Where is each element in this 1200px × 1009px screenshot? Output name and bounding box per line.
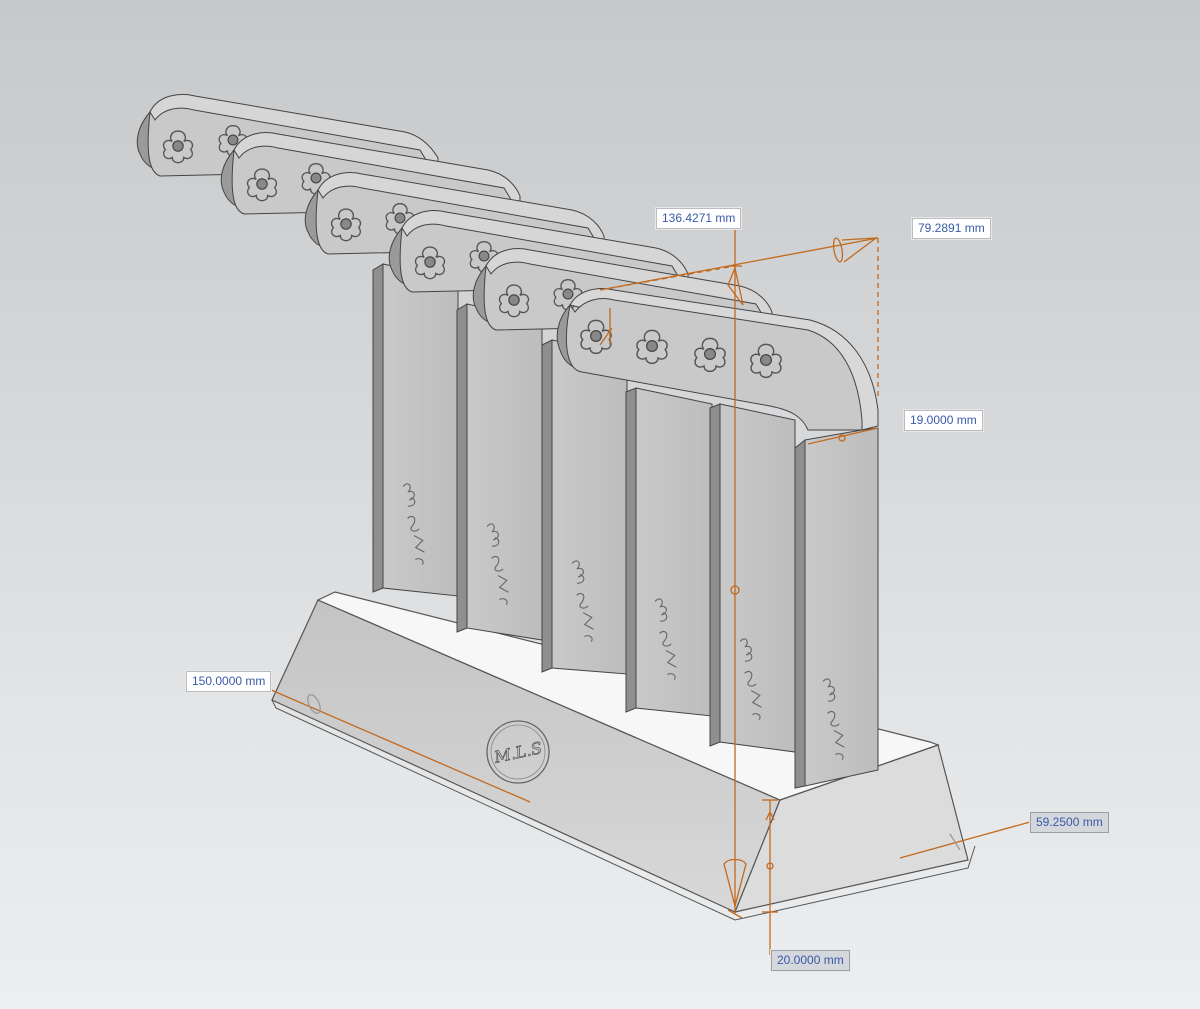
dimension-annotations <box>261 220 1031 955</box>
base-height-dimension-line[interactable] <box>762 799 778 955</box>
depth-dimension-line[interactable] <box>599 237 879 400</box>
paddles <box>136 93 879 789</box>
width-dimension-label[interactable]: 59.2500 mm <box>1030 812 1109 833</box>
stem-4[interactable] <box>625 387 713 717</box>
depth-dimension-label[interactable]: 79.2891 mm <box>912 218 991 239</box>
height-dimension-line[interactable] <box>723 220 747 919</box>
height-dimension-label[interactable]: 136.4271 mm <box>656 208 742 229</box>
stem-2[interactable] <box>456 303 543 641</box>
stem-1[interactable] <box>372 263 459 597</box>
thickness-dimension-line[interactable] <box>807 427 879 445</box>
base-height-dimension-label[interactable]: 20.0000 mm <box>771 950 850 971</box>
stem-3[interactable] <box>541 339 628 675</box>
stem-5[interactable] <box>709 403 796 753</box>
thickness-dimension-label[interactable]: 19.0000 mm <box>904 410 983 431</box>
length-dimension-label[interactable]: 150.0000 mm <box>186 671 272 692</box>
paddle-6-front[interactable] <box>556 288 879 789</box>
width-dimension-line[interactable] <box>899 821 1031 859</box>
length-dimension-line[interactable] <box>261 685 531 803</box>
